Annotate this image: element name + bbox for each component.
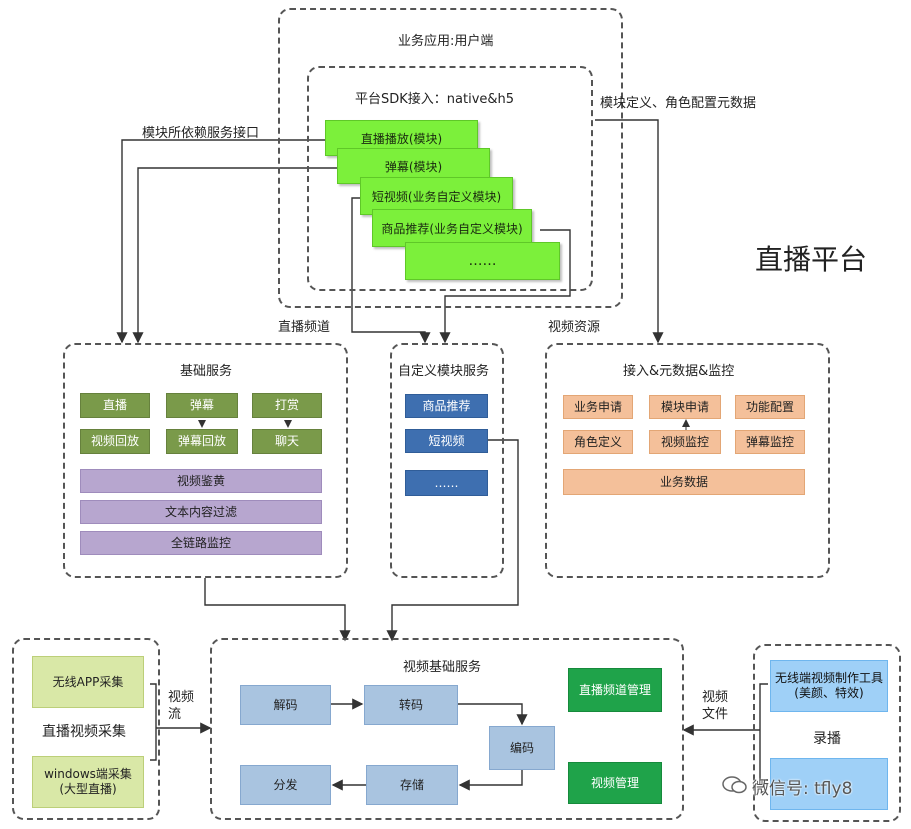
custom-module-container xyxy=(390,343,504,578)
label-video-stream: 视频 流 xyxy=(168,690,195,722)
access-meta-container xyxy=(545,343,830,578)
arrow-custom-to-videobase xyxy=(386,439,519,642)
video-base-title: 视频基础服务 xyxy=(403,660,482,675)
basic-live[interactable]: 直播 xyxy=(80,393,150,418)
basic-video-replay[interactable]: 视频回放 xyxy=(80,429,150,454)
capture-container xyxy=(12,638,160,820)
pipeline-store[interactable]: 存储 xyxy=(366,765,458,805)
sdk-module-product-recommend[interactable]: 商品推荐(业务自定义模块) xyxy=(372,209,532,247)
label-module-deps: 模块所依赖服务接口 xyxy=(142,126,260,141)
custom-short-video[interactable]: 短视频 xyxy=(405,429,488,453)
arrow-recording-to-videobase xyxy=(684,683,768,781)
custom-more[interactable]: …… xyxy=(405,470,488,496)
sdk-container xyxy=(307,66,593,291)
capture-windows[interactable]: windows端采集 (大型直播) xyxy=(32,756,144,808)
basic-text-filter[interactable]: 文本内容过滤 xyxy=(80,500,322,524)
basic-reward[interactable]: 打赏 xyxy=(252,393,322,418)
arrow-meta-to-access xyxy=(595,119,664,344)
basic-danmu[interactable]: 弹幕 xyxy=(166,393,238,418)
basic-service-container xyxy=(63,343,348,578)
sdk-module-more[interactable]: …… xyxy=(405,242,560,280)
pipeline-decode[interactable]: 解码 xyxy=(240,685,331,725)
arrow-capture-to-videobase xyxy=(150,683,210,761)
arrow-encode-to-store xyxy=(458,770,523,791)
wechat-icon xyxy=(722,775,748,795)
label-live-channel: 直播频道 xyxy=(278,320,331,335)
capture-wireless-app[interactable]: 无线APP采集 xyxy=(32,656,144,708)
user-app-container xyxy=(278,8,623,308)
watermark-text: 微信号: tfly8 xyxy=(752,779,853,799)
arrow-shortvideo-to-custom xyxy=(351,197,431,344)
pipeline-encode[interactable]: 编码 xyxy=(489,726,555,770)
basic-full-link-monitor[interactable]: 全链路监控 xyxy=(80,531,322,555)
access-module-apply[interactable]: 模块申请 xyxy=(649,395,721,419)
basic-service-title: 基础服务 xyxy=(180,364,233,379)
platform-title: 直播平台 xyxy=(755,243,868,276)
basic-chat[interactable]: 聊天 xyxy=(252,429,322,454)
sdk-title: 平台SDK接入：native&h5 xyxy=(355,92,515,107)
capture-title: 直播视频采集 xyxy=(42,724,126,740)
recording-source-box xyxy=(770,758,888,810)
recording-title: 录播 xyxy=(813,731,841,747)
arrow-transcode-to-encode xyxy=(458,703,528,726)
custom-module-title: 自定义模块服务 xyxy=(398,364,490,379)
user-app-title: 业务应用:用户端 xyxy=(398,34,494,49)
pipeline-transcode[interactable]: 转码 xyxy=(364,685,458,725)
recording-mobile-tool[interactable]: 无线端视频制作工具 (美颜、特效) xyxy=(770,660,888,712)
access-video-monitor[interactable]: 视频监控 xyxy=(649,430,721,454)
pipeline-distribute[interactable]: 分发 xyxy=(240,765,331,805)
access-role-define[interactable]: 角色定义 xyxy=(563,430,633,454)
label-video-resource: 视频资源 xyxy=(548,320,601,335)
access-danmu-monitor[interactable]: 弹幕监控 xyxy=(735,430,805,454)
live-channel-management[interactable]: 直播频道管理 xyxy=(568,668,662,712)
basic-danmu-replay[interactable]: 弹幕回放 xyxy=(166,429,238,454)
arrow-basic-to-videobase xyxy=(204,578,351,642)
access-meta-title: 接入&元数据&监控 xyxy=(623,364,735,379)
video-management[interactable]: 视频管理 xyxy=(568,762,662,804)
access-business-data[interactable]: 业务数据 xyxy=(563,469,805,495)
label-module-meta: 模块定义、角色配置元数据 xyxy=(600,96,757,111)
access-business-apply[interactable]: 业务申请 xyxy=(563,395,633,419)
video-base-container xyxy=(210,638,684,820)
access-feature-config[interactable]: 功能配置 xyxy=(735,395,805,419)
arrow-sdk-to-basic-1 xyxy=(116,139,330,344)
arrow-sdk-to-basic-2 xyxy=(132,167,340,344)
label-video-file: 视频 文件 xyxy=(702,690,729,722)
custom-product-recommend[interactable]: 商品推荐 xyxy=(405,394,488,418)
arrow-product-to-custom xyxy=(439,229,571,344)
recording-container xyxy=(753,644,901,822)
basic-porn-detection[interactable]: 视频鉴黄 xyxy=(80,469,322,493)
